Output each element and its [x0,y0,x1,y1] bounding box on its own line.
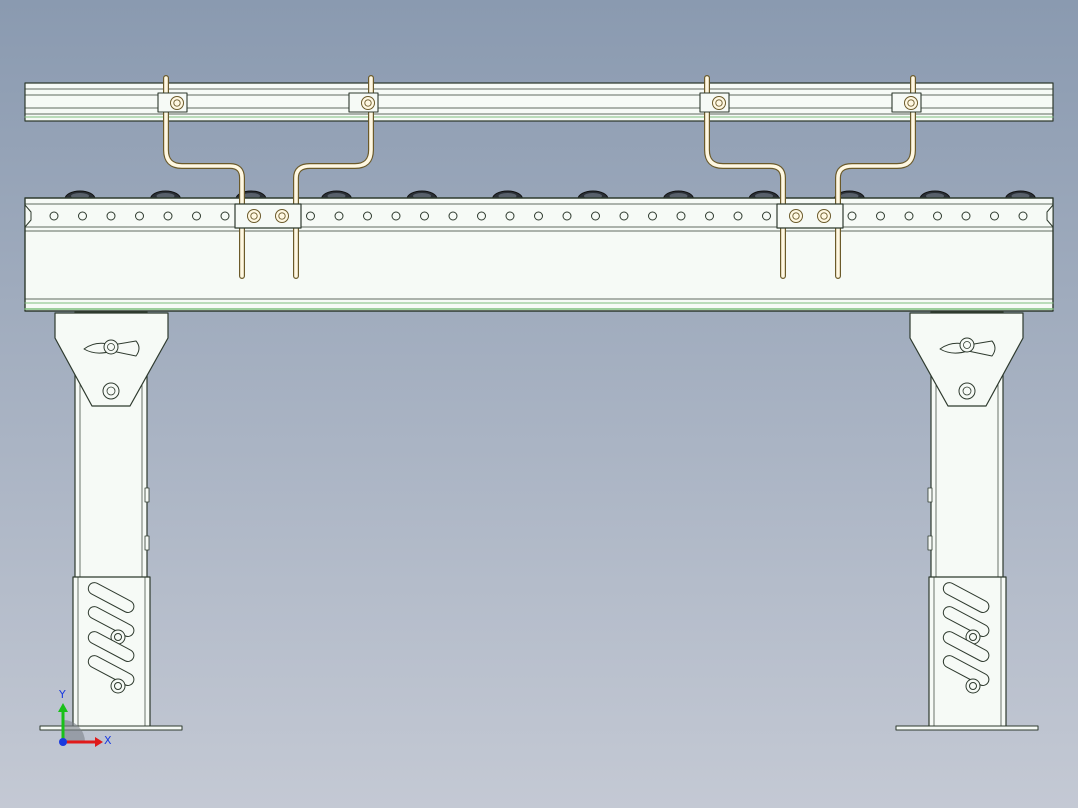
nut-bore [820,212,828,220]
axle-hole [562,211,572,221]
bolt-icon [965,678,981,694]
conveyor-assembly-drawing[interactable] [24,75,1054,731]
adjustment-slot [942,582,990,613]
nut-bore [907,99,915,107]
axle-hole [391,211,401,221]
adjustment-slot [942,606,990,637]
leg-adjustment-slots [87,582,135,694]
left-support-leg[interactable] [39,311,183,731]
axle-hole [334,211,344,221]
adjustment-slot [942,655,990,686]
frame-end-notch [1046,204,1054,228]
axle-hole [762,211,771,221]
axle-hole [306,211,315,221]
guide-rail-bracket-right[interactable] [704,75,916,279]
adjustment-slot [942,631,990,662]
axle-hole [933,211,942,221]
axle-hole [220,211,230,221]
top-guide-rail[interactable] [24,82,1054,122]
clamp-block [234,203,302,229]
axle-hole [990,211,999,221]
nut-bore [792,212,800,220]
bolt-bore [114,682,122,690]
axle-hole [78,211,87,221]
axle-hole [534,211,543,221]
right-support-leg[interactable] [895,311,1039,731]
nut-icon [789,209,803,223]
axle-hole [961,211,971,221]
nut-icon [361,96,375,110]
axle-hole [876,211,885,221]
nut-icon [817,209,831,223]
adjustment-slot [87,631,135,662]
axle-hole [106,211,116,221]
nut-bore [715,99,723,107]
nut-icon [170,96,184,110]
axle-hole [648,211,657,221]
axle-hole [448,211,458,221]
axle-hole [705,211,714,221]
frame-end-notch [24,204,32,228]
axle-hole [733,211,743,221]
nut-icon [247,209,261,223]
frame-clamps[interactable] [234,203,844,229]
axle-hole [477,211,486,221]
nut-bore [173,99,181,107]
axis-triad: X Y [58,688,112,747]
guide-rail-bracket-left[interactable] [163,75,374,279]
bolt-bore [969,682,977,690]
conveyor-side-frame[interactable] [24,197,1054,312]
leg-adjustment-slots [942,582,990,694]
adjustment-slot [87,655,135,686]
axle-hole [676,211,686,221]
axis-y-label: Y [58,688,66,701]
axle-hole [163,211,173,221]
nut-bore [278,212,286,220]
adjustment-slot [87,582,135,613]
axle-hole [505,211,515,221]
clamp-block [776,203,844,229]
axle-hole [847,211,857,221]
axle-hole [135,211,144,221]
axle-hole [192,211,201,221]
top-rail-clamps[interactable] [157,92,922,113]
nut-bore [250,212,258,220]
axle-hole [619,211,629,221]
nut-icon [904,96,918,110]
axle-hole [591,211,600,221]
bolt-icon [110,678,126,694]
axis-x-label: X [104,734,112,747]
bolt-bore [969,633,977,641]
adjustment-slot [87,606,135,637]
axle-hole [904,211,914,221]
nut-icon [275,209,289,223]
nut-bore [364,99,372,107]
axle-hole [49,211,59,221]
axle-hole [1018,211,1028,221]
axle-hole [363,211,372,221]
bolt-bore [114,633,122,641]
nut-icon [712,96,726,110]
axle-hole [420,211,429,221]
